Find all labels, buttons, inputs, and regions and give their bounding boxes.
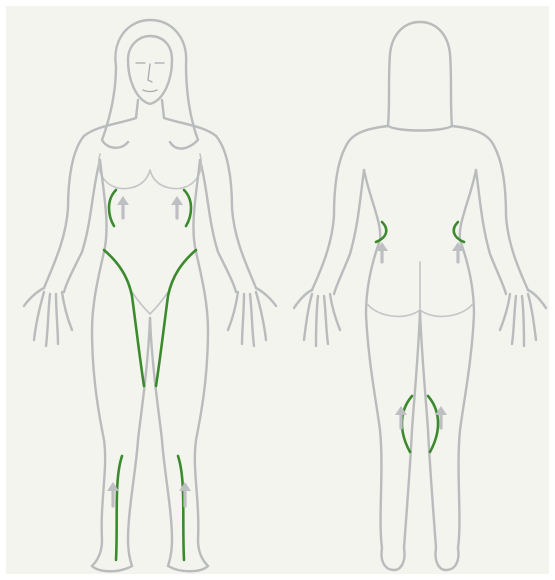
back-hair — [388, 22, 452, 131]
front-inguinal-left-line — [104, 250, 144, 386]
front-face — [128, 36, 172, 104]
back-right-hand — [500, 290, 546, 346]
front-left-arm — [44, 136, 100, 292]
front-left-hand — [24, 288, 72, 346]
front-right-foot — [168, 566, 208, 571]
back-left-foot — [382, 548, 405, 570]
back-right-arm — [476, 146, 528, 294]
front-hair — [102, 20, 198, 149]
arrow-up-icon — [179, 482, 191, 506]
front-torso — [92, 160, 208, 330]
front-left-side-line — [109, 190, 116, 226]
arrow-up-icon — [171, 196, 183, 218]
back-left-hand — [294, 290, 340, 346]
front-figure — [24, 20, 276, 571]
front-chest — [99, 154, 202, 189]
front-right-shin-line — [178, 456, 184, 560]
back-left-arm — [312, 146, 364, 294]
front-right-arm — [200, 136, 256, 292]
back-figure — [294, 22, 546, 570]
front-right-leg — [150, 318, 208, 566]
front-left-shin-line — [116, 456, 122, 560]
front-left-leg — [92, 318, 150, 566]
back-right-foot — [435, 548, 458, 570]
back-buttocks — [366, 262, 474, 316]
front-neck-shoulders — [84, 100, 216, 136]
front-right-side-line — [184, 190, 191, 226]
arrow-up-icon — [117, 196, 129, 218]
front-inguinal-right-line — [156, 250, 196, 386]
back-left-leg — [366, 312, 420, 548]
back-shoulders — [346, 126, 494, 146]
front-groin — [132, 292, 168, 314]
front-nose — [148, 64, 152, 82]
front-right-hand — [228, 288, 276, 346]
front-left-foot — [92, 566, 132, 571]
front-mouth — [143, 90, 157, 92]
back-right-leg — [420, 312, 474, 548]
